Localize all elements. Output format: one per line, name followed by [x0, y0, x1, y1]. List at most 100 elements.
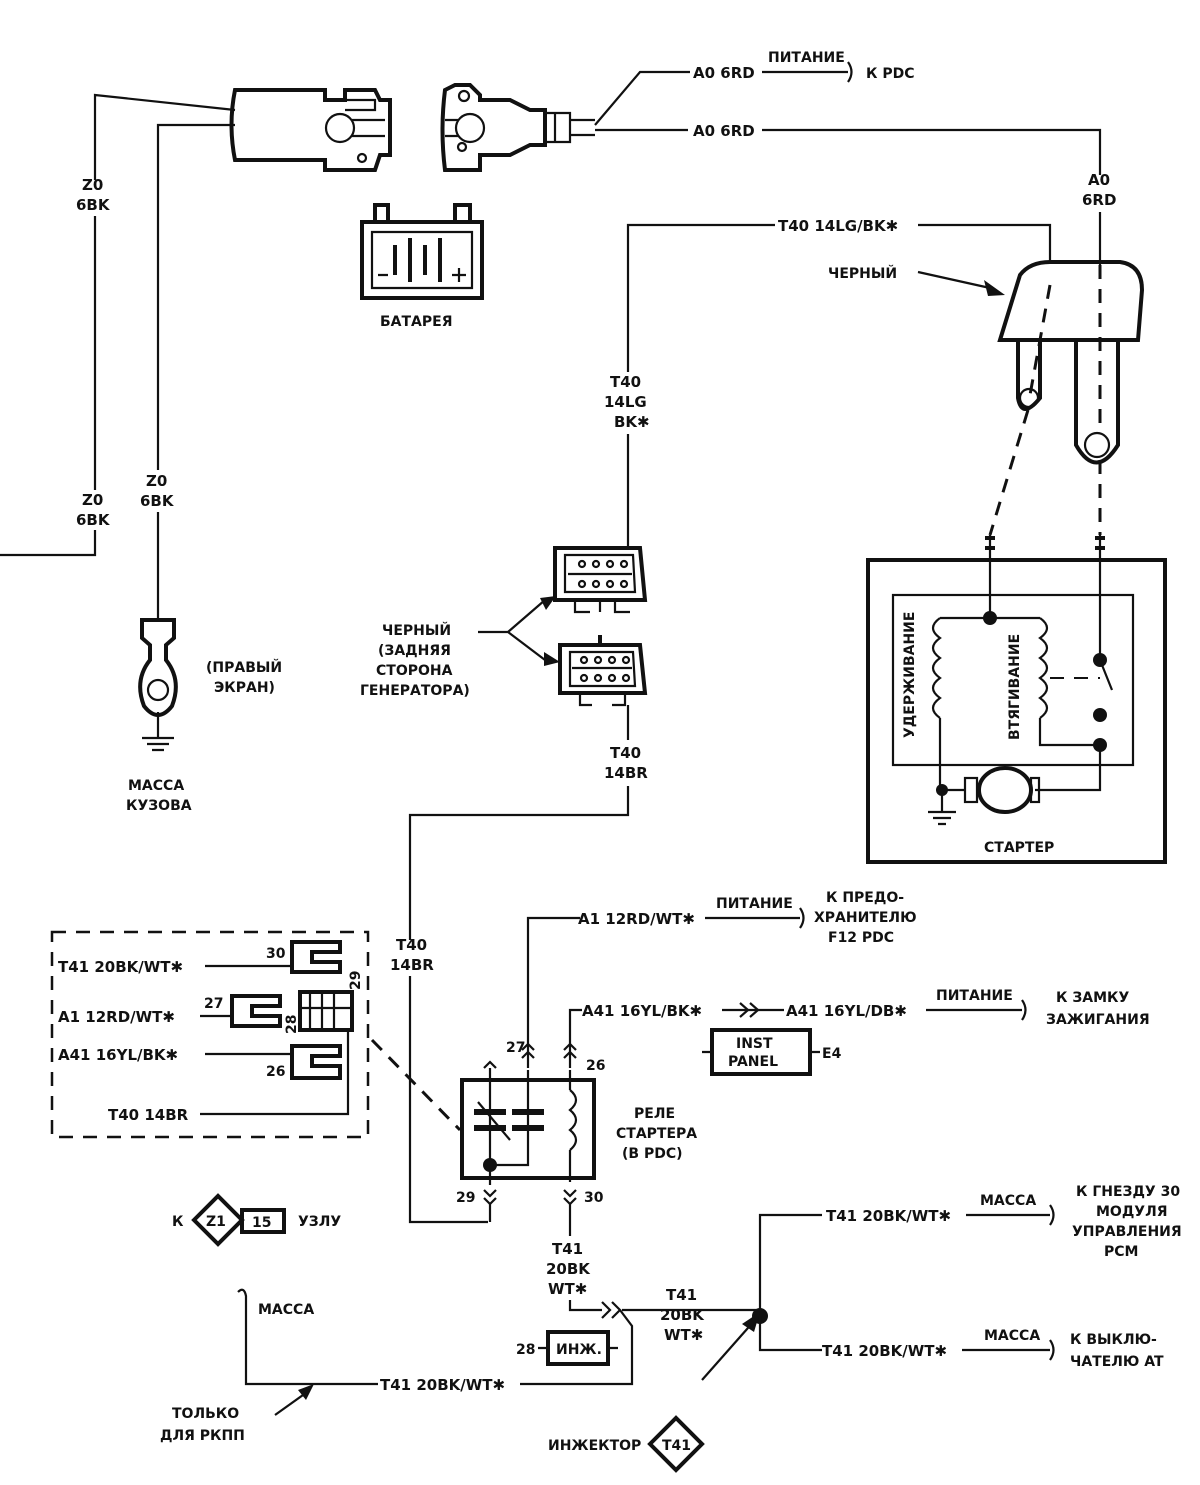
- relay-label-1: РЕЛЕ: [634, 1106, 675, 1122]
- t41-lower-dest-1: К ВЫКЛЮ-: [1070, 1332, 1157, 1348]
- box-pin-29: 29: [348, 971, 364, 990]
- t41-upper-dest-1: К ГНЕЗДУ 30: [1076, 1184, 1180, 1200]
- a1-power-note: ПИТАНИЕ: [716, 896, 793, 912]
- a1-dest-1: К ПРЕДО-: [826, 890, 904, 906]
- box-pin-28: 28: [284, 1015, 300, 1034]
- starter-relay-icon: [460, 1060, 596, 1185]
- ground-note: МАССА: [258, 1302, 314, 1318]
- rkpp-label-1: ТОЛЬКО: [172, 1406, 239, 1422]
- wire-t41-mid-1: T41: [666, 1286, 697, 1304]
- positive-battery-clamp: [440, 83, 595, 172]
- pull-winding-label: ВТЯГИВАНИЕ: [1007, 634, 1023, 740]
- relay-pin-27: 27: [506, 1040, 525, 1056]
- injector-label: ИНЖЕКТОР: [548, 1438, 641, 1454]
- a41-power-note: ПИТАНИЕ: [936, 988, 1013, 1004]
- generator-label-4: ГЕНЕРАТОРА): [360, 683, 470, 699]
- relay-label-2: СТАРТЕРА: [616, 1126, 697, 1142]
- t41-diamond: [647, 1415, 705, 1473]
- inst-panel-label-1: INST: [736, 1036, 773, 1052]
- node-k-label: К: [172, 1214, 184, 1230]
- box-pin-26: 26: [266, 1064, 285, 1080]
- box-row-a1: A1 12RD/WT✱: [58, 1008, 175, 1026]
- black-cap-label: ЧЕРНЫЙ: [828, 265, 897, 282]
- relay-pin-29: 29: [456, 1190, 475, 1206]
- wire-t40-v2: 14LG: [604, 393, 647, 411]
- wire-t40-v1: T40: [610, 373, 641, 391]
- starter-icon: [866, 535, 1167, 864]
- t41-diamond-label: T41: [662, 1438, 691, 1454]
- battery-label: БАТАРЕЯ: [380, 314, 453, 330]
- wire-a0-6rd-top: A0 6RD: [693, 64, 755, 82]
- wire-t41-lower: T41 20BK/WT✱: [822, 1342, 947, 1360]
- wire-z0-left-low-color: 6BK: [76, 511, 111, 529]
- wire-t41-v1: T41: [552, 1240, 583, 1258]
- wire-a41-left: A41 16YL/BK✱: [582, 1002, 702, 1020]
- box-pin-30: 30: [266, 946, 286, 962]
- wire-t41-mid-3: WT✱: [664, 1326, 703, 1344]
- starter-cap-icon: [997, 260, 1145, 465]
- a1-dest-3: F12 PDC: [828, 930, 894, 946]
- right-screen-note-2: ЭКРАН): [214, 680, 275, 696]
- body-ground-label-2: КУЗОВА: [126, 798, 192, 814]
- battery-icon: [360, 203, 484, 300]
- generator-label-1: ЧЕРНЫЙ: [382, 622, 451, 639]
- inst-panel-label-2: PANEL: [728, 1054, 778, 1070]
- a1-dest-2: ХРАНИТЕЛЮ: [814, 910, 917, 926]
- generator-label-2: (ЗАДНЯЯ: [378, 643, 451, 659]
- injector-box-label: ИНЖ.: [556, 1342, 602, 1358]
- wire-z0-left-low-code: Z0: [82, 491, 103, 509]
- node-15-label: 15: [252, 1215, 271, 1231]
- wire-t40-lower-color: 14BR: [604, 764, 648, 782]
- injector-pin: 28: [516, 1342, 535, 1358]
- wire-t41-v2: 20BK: [546, 1260, 591, 1278]
- wire-t41-bottom: T41 20BK/WT✱: [380, 1376, 505, 1394]
- t41-lower-note: МАССА: [984, 1328, 1040, 1344]
- ground-lug-icon: [138, 618, 178, 752]
- wire-a0-code: A0: [1088, 171, 1110, 189]
- t41-upper-dest-3: УПРАВЛЕНИЯ: [1072, 1224, 1182, 1240]
- rkpp-label-2: ДЛЯ РКПП: [160, 1428, 245, 1444]
- wire-t40-left-color: 14BR: [390, 956, 434, 974]
- box-pin-27: 27: [204, 996, 223, 1012]
- wire-z0-left-color: 6BK: [76, 196, 111, 214]
- relay-pin-26: 26: [586, 1058, 605, 1074]
- right-screen-note-1: (ПРАВЫЙ: [206, 659, 282, 676]
- wire-t41-v3: WT✱: [548, 1280, 587, 1298]
- wire-z0-left-code: Z0: [82, 176, 103, 194]
- relay-pin-30: 30: [584, 1190, 604, 1206]
- wire-t40-left-code: T40: [396, 936, 427, 954]
- box-row-a41: A41 16YL/BK✱: [58, 1046, 178, 1064]
- negative-battery-clamp: [229, 88, 392, 172]
- wire-a0-color: 6RD: [1082, 191, 1116, 209]
- generator-connector-lower: [558, 635, 648, 707]
- wire-t40-v3: BK✱: [614, 413, 650, 431]
- node-uzlu-label: УЗЛУ: [298, 1214, 341, 1230]
- relay-label-3: (В PDC): [622, 1146, 683, 1162]
- t41-upper-dest-4: PCM: [1104, 1244, 1138, 1260]
- body-ground-label-1: МАССА: [128, 778, 184, 794]
- injector-box: [546, 1330, 610, 1366]
- t41-upper-dest-2: МОДУЛЯ: [1096, 1204, 1168, 1220]
- wire-t40-top: T40 14LG/BK✱: [778, 217, 898, 235]
- generator-connector-upper: [553, 546, 648, 614]
- power-note-top: ПИТАНИЕ: [768, 50, 845, 66]
- box-row-t41: T41 20BK/WT✱: [58, 958, 183, 976]
- generator-label-3: СТОРОНА: [376, 663, 453, 679]
- a41-dest-1: К ЗАМКУ: [1056, 990, 1129, 1006]
- t41-lower-dest-2: ЧАТЕЛЮ AT: [1070, 1354, 1164, 1370]
- t41-upper-note: МАССА: [980, 1193, 1036, 1209]
- node-15-box: [240, 1208, 286, 1234]
- wire-z0-mid-color: 6BK: [140, 492, 175, 510]
- wire-a41-right: A41 16YL/DB✱: [786, 1002, 907, 1020]
- wire-a1: A1 12RD/WT✱: [578, 910, 695, 928]
- hold-winding-label: УДЕРЖИВАНИЕ: [902, 612, 918, 738]
- wire-t41-upper: T41 20BK/WT✱: [826, 1207, 951, 1225]
- a41-dest-2: ЗАЖИГАНИЯ: [1046, 1012, 1150, 1028]
- to-pdc-label: К PDC: [866, 66, 914, 82]
- starter-label: СТАРТЕР: [984, 840, 1054, 856]
- wire-a0-6rd-mid: A0 6RD: [693, 122, 755, 140]
- box-row-t40: T40 14BR: [108, 1106, 189, 1124]
- node-z1-label: Z1: [206, 1214, 226, 1230]
- wire-t40-lower-code: T40: [610, 744, 641, 762]
